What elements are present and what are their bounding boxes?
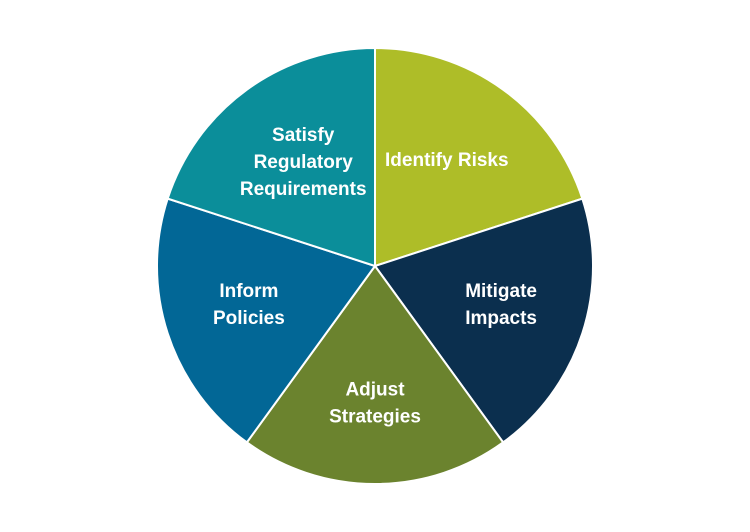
- segment-label-line: Identify Risks: [385, 150, 509, 171]
- segment-label-line: Regulatory: [254, 152, 354, 173]
- pie-segment-3: [245, 264, 505, 485]
- pie-slices: [156, 46, 594, 485]
- segment-label-line: Mitigate: [465, 281, 537, 302]
- segment-label-line: Adjust: [345, 380, 405, 401]
- segment-label-line: Impacts: [465, 308, 537, 329]
- segment-label-line: Policies: [213, 308, 285, 329]
- pie-segment-4: [156, 197, 377, 444]
- segment-label-line: Requirements: [240, 179, 367, 200]
- segment-label-1: Identify Risks: [385, 150, 509, 171]
- pie-segment-5: [166, 46, 376, 268]
- pie-segment-1: [374, 46, 584, 268]
- segment-label-line: Inform: [219, 281, 278, 302]
- segment-label-line: Satisfy: [272, 125, 335, 146]
- segment-label-line: Strategies: [329, 407, 421, 428]
- pie-segment-2: [373, 197, 594, 444]
